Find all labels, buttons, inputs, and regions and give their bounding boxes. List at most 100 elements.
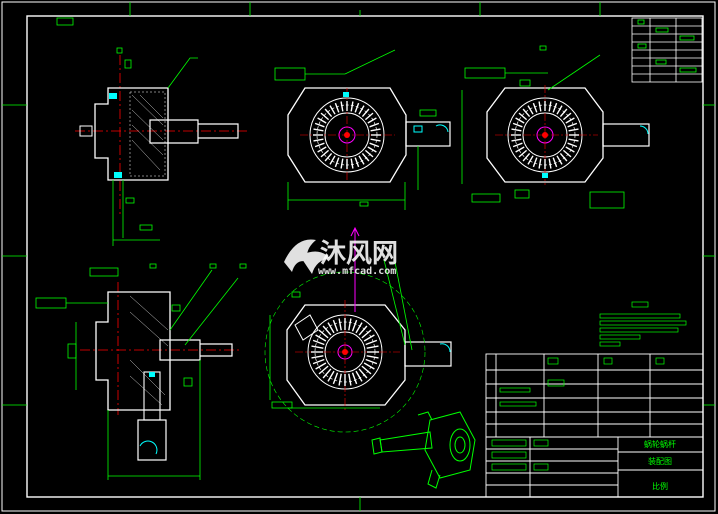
- gear-tooth: [348, 318, 352, 331]
- gear-tooth: [548, 158, 552, 169]
- gear-tooth: [358, 325, 368, 336]
- gear-tooth: [365, 358, 378, 365]
- gear-tooth: [552, 102, 558, 113]
- gear-tooth: [354, 157, 360, 168]
- gear-tooth: [355, 322, 363, 334]
- gear-tooth: [351, 372, 358, 385]
- gear-tooth: [367, 146, 377, 153]
- gear-tooth: [527, 155, 534, 165]
- gear-tooth: [355, 370, 363, 382]
- gear-tooth: [320, 149, 330, 158]
- gear-tooth: [334, 102, 340, 113]
- watermark-logo: [284, 239, 330, 274]
- gear-tooth: [350, 158, 354, 169]
- gear-tooth: [364, 112, 374, 121]
- gear-tooth: [370, 138, 381, 142]
- gear-tooth: [322, 368, 332, 379]
- gear-tooth: [313, 128, 324, 132]
- watermark-logo-icon: [284, 239, 330, 274]
- gear-tooth: [556, 105, 563, 115]
- gear-tooth: [338, 318, 342, 331]
- gear-tooth: [363, 362, 375, 370]
- gear-tooth: [567, 142, 578, 148]
- gear-tooth: [318, 329, 329, 339]
- gear-tooth: [340, 158, 344, 169]
- gear-tooth: [367, 117, 377, 124]
- parts-list-table: [631, 17, 703, 83]
- gear-tooth: [522, 108, 531, 118]
- gear-tooth: [324, 152, 333, 162]
- gear-tooth: [314, 122, 325, 128]
- gear-tooth: [358, 155, 365, 165]
- gear-tooth: [317, 146, 327, 153]
- gear-tooth: [313, 138, 324, 142]
- gear-tooth: [312, 339, 325, 346]
- gear-tooth: [568, 128, 579, 132]
- gear-tooth: [320, 112, 330, 121]
- title-drawing-label: 装配图: [648, 456, 672, 466]
- gear-tooth: [340, 101, 344, 112]
- watermark-brand: 沐风网: [320, 239, 398, 269]
- gear-tooth: [552, 157, 558, 168]
- gear-tooth: [311, 355, 324, 359]
- gear-tooth: [532, 157, 538, 168]
- gear-tooth: [565, 146, 575, 153]
- gear-tooth: [354, 102, 360, 113]
- gear-tooth: [361, 152, 370, 162]
- gear-tooth: [511, 138, 522, 142]
- gear-tooth: [568, 138, 579, 142]
- gear-tooth: [334, 157, 340, 168]
- gear-tooth: [361, 365, 372, 375]
- gear-tooth: [361, 108, 370, 118]
- gear-tooth: [365, 339, 378, 346]
- gear-tooth: [369, 142, 380, 148]
- gear-tooth: [314, 142, 325, 148]
- gear-tooth: [332, 319, 339, 332]
- top-view-gear: [274, 49, 463, 210]
- gear-tooth: [559, 108, 568, 118]
- gear-tooth: [366, 355, 379, 359]
- gear-tooth: [559, 152, 568, 162]
- gear-tooth: [348, 373, 352, 386]
- title-drawing-name: 蜗轮蜗杆: [644, 439, 676, 449]
- title-block: [485, 353, 704, 498]
- gear-tooth: [518, 112, 528, 121]
- technical-notes: [599, 301, 687, 347]
- front-section-view: [75, 47, 250, 246]
- gear-tooth: [317, 117, 327, 124]
- gear-tooth: [332, 372, 339, 385]
- gear-tooth: [512, 122, 523, 128]
- gear-tooth: [522, 152, 531, 162]
- gear-tooth: [565, 117, 575, 124]
- gear-tooth: [518, 149, 528, 158]
- gear-tooth: [548, 101, 552, 112]
- gear-tooth: [329, 155, 336, 165]
- gear-tooth: [364, 149, 374, 158]
- gear-tooth: [515, 117, 525, 124]
- gear-teeth: [511, 101, 579, 169]
- gear-tooth: [311, 345, 324, 349]
- gear-tooth: [351, 319, 358, 332]
- gear-tooth: [556, 155, 563, 165]
- gear-tooth: [567, 122, 578, 128]
- gear-tooth: [358, 105, 365, 115]
- title-scale-label: 比例: [652, 481, 668, 491]
- gear-tooth: [327, 322, 335, 334]
- gear-tooth: [318, 365, 329, 375]
- watermark-url: www.mfcad.com: [318, 266, 396, 277]
- gear-teeth: [311, 318, 379, 386]
- gear-tooth: [324, 108, 333, 118]
- gear-tooth: [532, 102, 538, 113]
- gear-tooth: [315, 362, 327, 370]
- gear-tooth: [350, 101, 354, 112]
- lower-section-view: [35, 263, 247, 480]
- gear-tooth: [538, 101, 542, 112]
- gear-tooth: [315, 334, 327, 342]
- gear-tooth: [370, 128, 381, 132]
- gear-teeth: [313, 101, 381, 169]
- gear-tooth: [322, 325, 332, 336]
- gear-tooth: [363, 334, 375, 342]
- gear-tooth: [358, 368, 368, 379]
